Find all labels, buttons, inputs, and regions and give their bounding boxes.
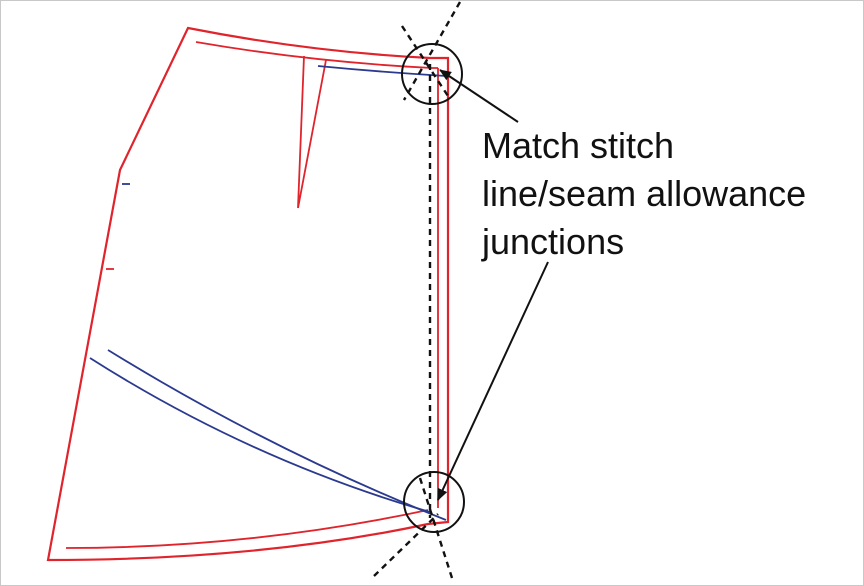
- pattern-cut-line: [46, 26, 450, 562]
- callout-line-3: junctions: [482, 221, 625, 262]
- top-junction-circle: [401, 43, 463, 105]
- top-diagonal-guide-line-2: [400, 25, 450, 97]
- arrow-to-bottom-junction: [437, 261, 549, 501]
- arrow-to-top-junction: [439, 69, 519, 123]
- callout-text: Match stitch line/seam allowance junctio…: [482, 122, 852, 266]
- waist-stitch-line: [195, 41, 438, 69]
- callout-line-2: line/seam allowance: [482, 173, 807, 214]
- hem-stitch-line: [65, 509, 429, 549]
- callout-line-1: Match stitch: [482, 125, 675, 166]
- bottom-junction-circle: [403, 471, 465, 533]
- dart: [297, 55, 327, 209]
- top-diagonal-guide-line: [402, 1, 462, 101]
- bottom-diagonal-guide-line: [373, 513, 439, 577]
- hem-seam-allowance-lower: [89, 357, 431, 513]
- waist-seam-allowance-line: [317, 65, 447, 77]
- hem-seam-allowance-upper: [107, 349, 447, 521]
